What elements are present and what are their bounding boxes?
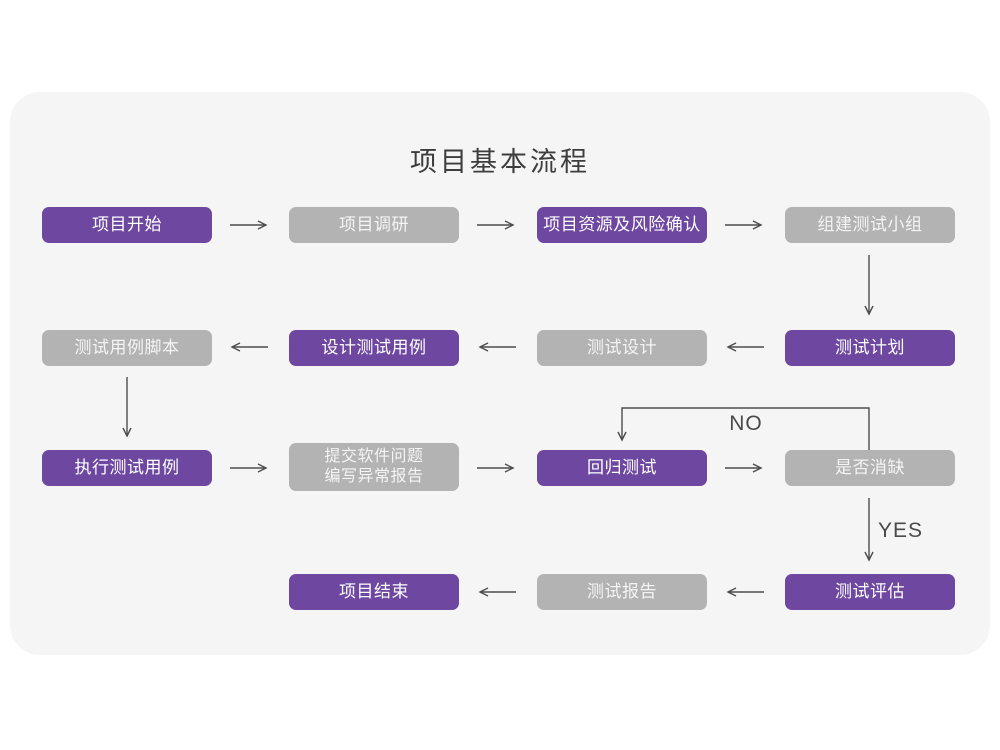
node-label: 是否消缺 xyxy=(835,458,905,477)
node-label: 组建测试小组 xyxy=(817,215,923,234)
node-label: 项目资源及风险确认 xyxy=(543,215,701,234)
node-execute-test-case: 执行测试用例 xyxy=(42,450,212,486)
node-label: 测试报告 xyxy=(587,582,657,601)
node-defect-cleared: 是否消缺 xyxy=(785,450,955,486)
edge-label-no: NO xyxy=(729,412,763,435)
node-project-research: 项目调研 xyxy=(289,207,459,243)
node-test-evaluation: 测试评估 xyxy=(785,574,955,610)
node-label: 项目结束 xyxy=(339,582,409,601)
node-test-design: 测试设计 xyxy=(537,330,707,366)
node-label: 设计测试用例 xyxy=(321,338,427,357)
node-label: 提交软件问题编写异常报告 xyxy=(324,447,423,487)
node-label: 测试设计 xyxy=(587,338,657,357)
node-test-plan: 测试计划 xyxy=(785,330,955,366)
node-regression-test: 回归测试 xyxy=(537,450,707,486)
node-project-end: 项目结束 xyxy=(289,574,459,610)
node-label: 测试计划 xyxy=(835,338,905,357)
node-test-case-script: 测试用例脚本 xyxy=(42,330,212,366)
diagram-card xyxy=(10,92,990,655)
node-label-line1: 提交软件问题 xyxy=(324,448,424,465)
node-submit-issue-report: 提交软件问题编写异常报告 xyxy=(289,443,459,491)
node-label: 测试评估 xyxy=(835,582,905,601)
edge-label-yes: YES xyxy=(878,519,924,542)
node-label: 回归测试 xyxy=(587,458,657,477)
diagram-title: 项目基本流程 xyxy=(410,147,590,177)
node-test-report: 测试报告 xyxy=(537,574,707,610)
node-label: 测试用例脚本 xyxy=(74,338,180,357)
node-label: 执行测试用例 xyxy=(74,458,180,477)
node-label: 项目开始 xyxy=(92,215,162,234)
node-label-line2: 编写异常报告 xyxy=(324,468,424,485)
node-project-start: 项目开始 xyxy=(42,207,212,243)
node-label: 项目调研 xyxy=(339,215,409,234)
node-design-test-case: 设计测试用例 xyxy=(289,330,459,366)
node-resources-risk-confirm: 项目资源及风险确认 xyxy=(537,207,707,243)
node-build-test-team: 组建测试小组 xyxy=(785,207,955,243)
